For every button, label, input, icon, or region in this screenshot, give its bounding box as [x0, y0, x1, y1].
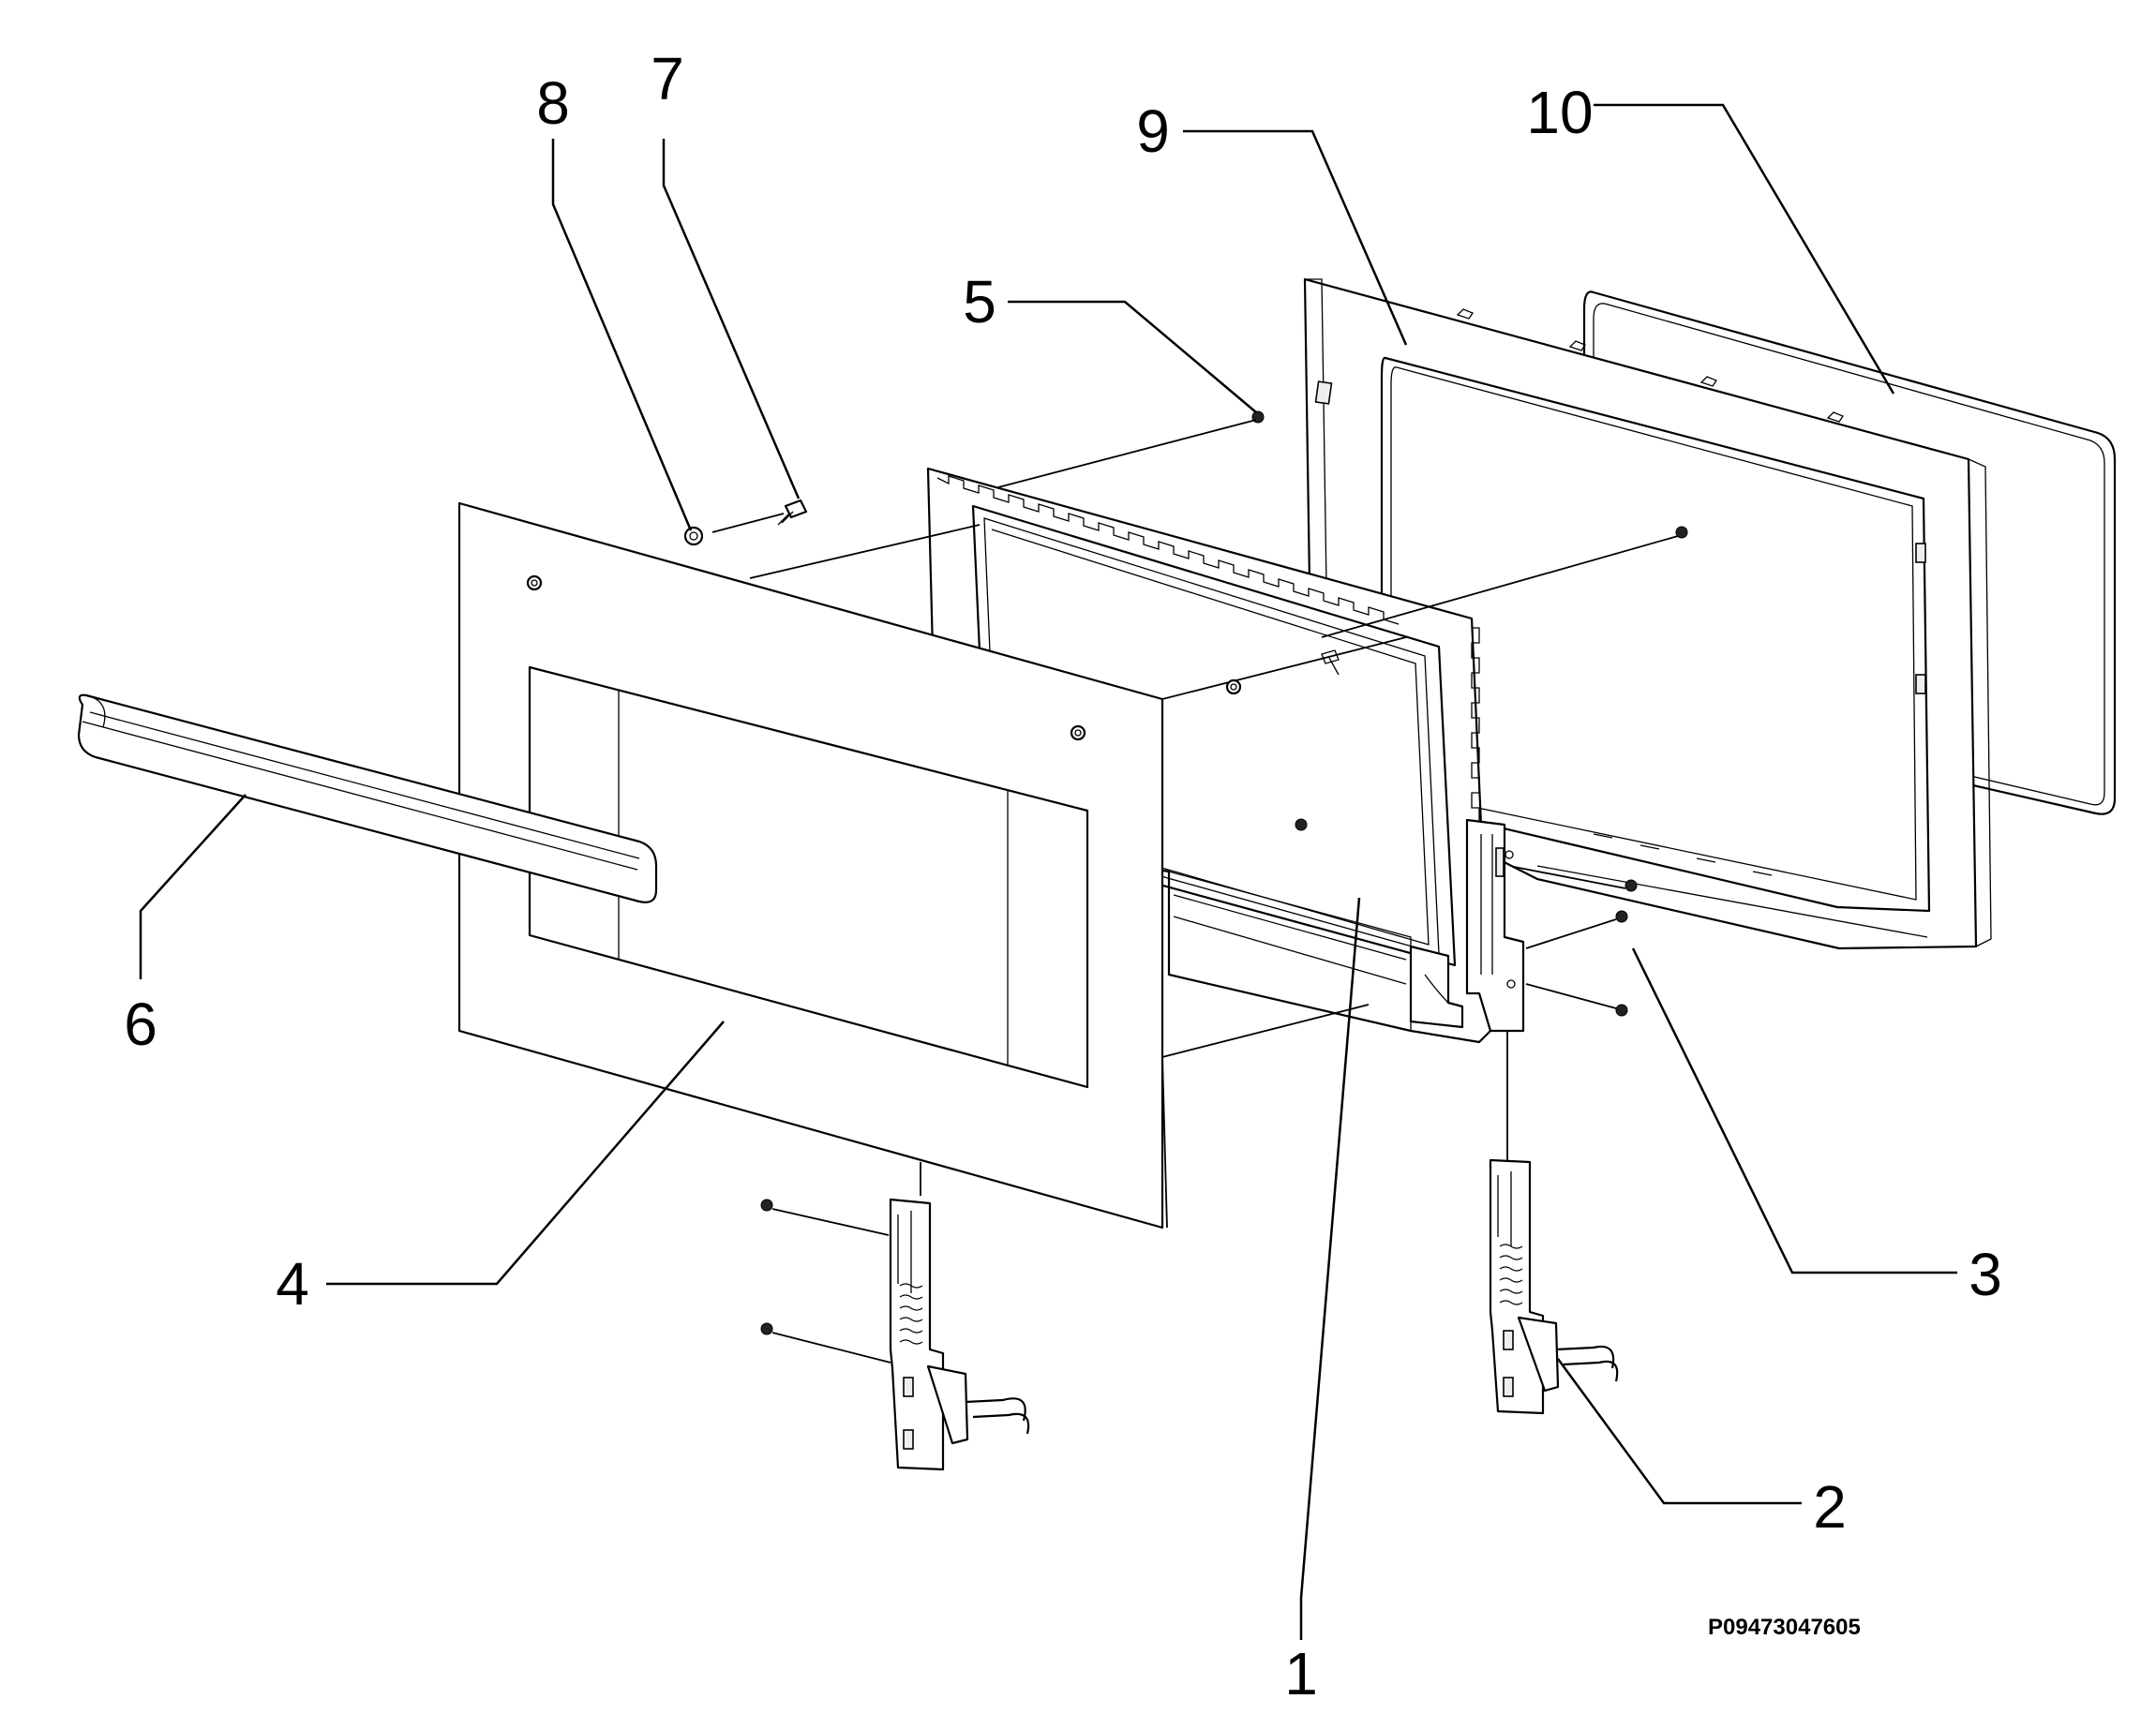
callout-4: 4	[276, 1250, 309, 1318]
leader-9	[1183, 129, 1408, 346]
leader-2	[1556, 1358, 1802, 1505]
callout-7: 7	[651, 45, 684, 112]
part-7-screw	[711, 499, 808, 533]
leader-4	[326, 1021, 725, 1286]
part-4-front-glass	[457, 501, 1407, 1230]
part-2-hinge-left	[760, 1162, 1030, 1471]
part-6-handle	[77, 693, 658, 903]
callout-6: 6	[124, 991, 157, 1058]
callout-8: 8	[536, 69, 570, 137]
callout-labels: 8 7 9 10 5 6 4 1 3 2	[124, 45, 2002, 1707]
leader-5	[1008, 300, 1257, 413]
part-2-hinge-right	[1489, 1031, 1619, 1415]
part-1-door-frame	[926, 467, 1525, 1044]
part-8-washer	[683, 526, 704, 546]
callout-9: 9	[1136, 97, 1170, 165]
leader-6	[139, 794, 247, 979]
leader-3	[1631, 947, 1957, 1274]
drawing-code: P09473047605	[1708, 1615, 1861, 1640]
callout-10: 10	[1526, 79, 1593, 146]
leader-7	[662, 139, 801, 499]
callout-3: 3	[1969, 1241, 2002, 1308]
callout-5: 5	[963, 268, 996, 335]
leader-8	[551, 139, 693, 531]
callout-1: 1	[1284, 1640, 1318, 1707]
callout-2: 2	[1813, 1473, 1847, 1541]
part-5-screw	[997, 410, 1688, 831]
part-3-screws	[1513, 866, 1638, 1017]
leader-10	[1594, 103, 1895, 395]
leader-1	[1299, 897, 1361, 1640]
leader-lines	[139, 103, 1957, 1640]
